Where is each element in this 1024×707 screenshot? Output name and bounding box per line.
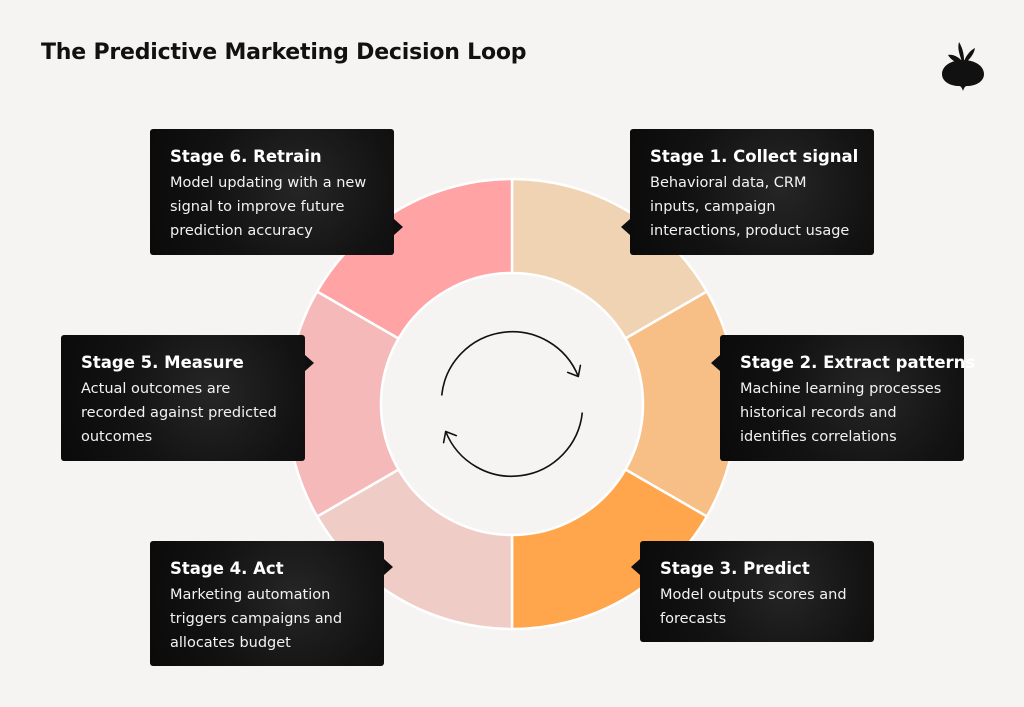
stage-description: Behavioral data, CRM inputs, campaign in… — [650, 175, 850, 239]
stage-card-act: Stage 4. Act Marketing automation trigge… — [150, 541, 393, 666]
stage-card-retrain: Stage 6. Retrain Model updating with a n… — [150, 129, 403, 255]
stage-title: Stage 5. Measure — [81, 353, 244, 372]
stage-description: Machine learning processes historical re… — [740, 381, 942, 445]
stage-card-predict: Stage 3. Predict Model outputs scores an… — [631, 541, 874, 642]
stage-title: Stage 4. Act — [170, 559, 284, 578]
cycle-arrows-icon — [440, 330, 584, 478]
stage-card-extract-patterns: Stage 2. Extract patterns Machine learni… — [711, 335, 976, 461]
stage-title: Stage 3. Predict — [660, 559, 810, 578]
stage-description: Marketing automation triggers campaigns … — [170, 587, 343, 651]
stage-title: Stage 1. Collect signal — [650, 147, 859, 166]
stage-description: Model outputs scores and forecasts — [660, 587, 847, 627]
stage-card-collect-signal: Stage 1. Collect signal Behavioral data,… — [621, 129, 874, 255]
stage-description: Model updating with a new signal to impr… — [170, 175, 367, 239]
beet-logo-icon — [942, 42, 984, 91]
stage-description: Actual outcomes are recorded against pre… — [81, 381, 277, 445]
stage-title: Stage 2. Extract patterns — [740, 353, 976, 372]
page-title: The Predictive Marketing Decision Loop — [41, 40, 527, 65]
stage-title: Stage 6. Retrain — [170, 147, 322, 166]
stage-card-measure: Stage 5. Measure Actual outcomes are rec… — [61, 335, 314, 461]
